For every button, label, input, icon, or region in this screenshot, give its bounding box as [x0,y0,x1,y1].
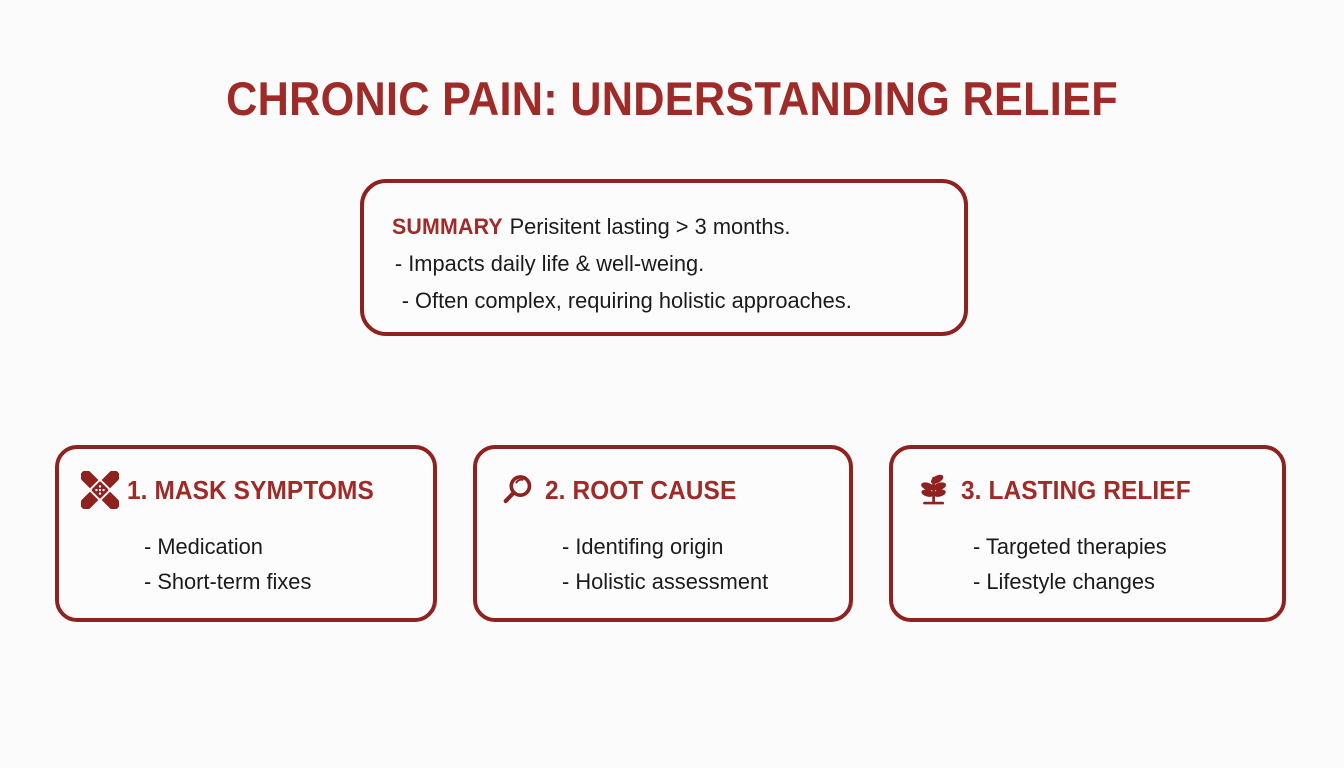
summary-bullet-2: - Often complex, requiring holistic appr… [401,288,852,313]
card-header: 3. LASTING RELIEF [915,469,1270,511]
card-header: 1. MASK SYMPTOMS [81,469,421,511]
list-item: - Holistic assessment [562,569,769,594]
list-item: - Identifing origin [562,534,724,559]
cards-row: 1. MASK SYMPTOMS - Medication - Short-te… [0,445,1344,625]
list-item: - Targeted therapies [973,534,1167,559]
bandage-icon [81,471,119,509]
card-mask-symptoms[interactable]: 1. MASK SYMPTOMS - Medication - Short-te… [55,445,437,622]
card-bullet-list: - Targeted therapies - Lifestyle changes [973,529,1270,599]
plant-sprout-icon [921,474,947,505]
card-header: 2. ROOT CAUSE [499,469,837,511]
page-title: CHRONIC PAIN: UNDERSTANDING RELIEF [226,72,1118,125]
card-title: 2. ROOT CAUSE [545,474,737,505]
card-bullet-list: - Identifing origin - Holistic assessmen… [562,529,837,599]
list-item: - Medication [144,534,263,559]
list-item: - Lifestyle changes [973,569,1155,594]
list-item: - Short-term fixes [144,569,312,594]
summary-lead-text: Perisitent lasting > 3 months. [509,214,791,239]
card-title: 1. MASK SYMPTOMS [127,474,374,505]
summary-bullet-1: - Impacts daily life & well-weing. [394,251,705,276]
magnifier-icon [503,475,532,504]
summary-label: SUMMARY [392,214,503,239]
card-root-cause[interactable]: 2. ROOT CAUSE - Identifing origin - Holi… [473,445,853,622]
card-bullet-list: - Medication - Short-term fixes [144,529,421,599]
card-title: 3. LASTING RELIEF [961,474,1191,505]
card-lasting-relief[interactable]: 3. LASTING RELIEF - Targeted therapies -… [889,445,1286,622]
